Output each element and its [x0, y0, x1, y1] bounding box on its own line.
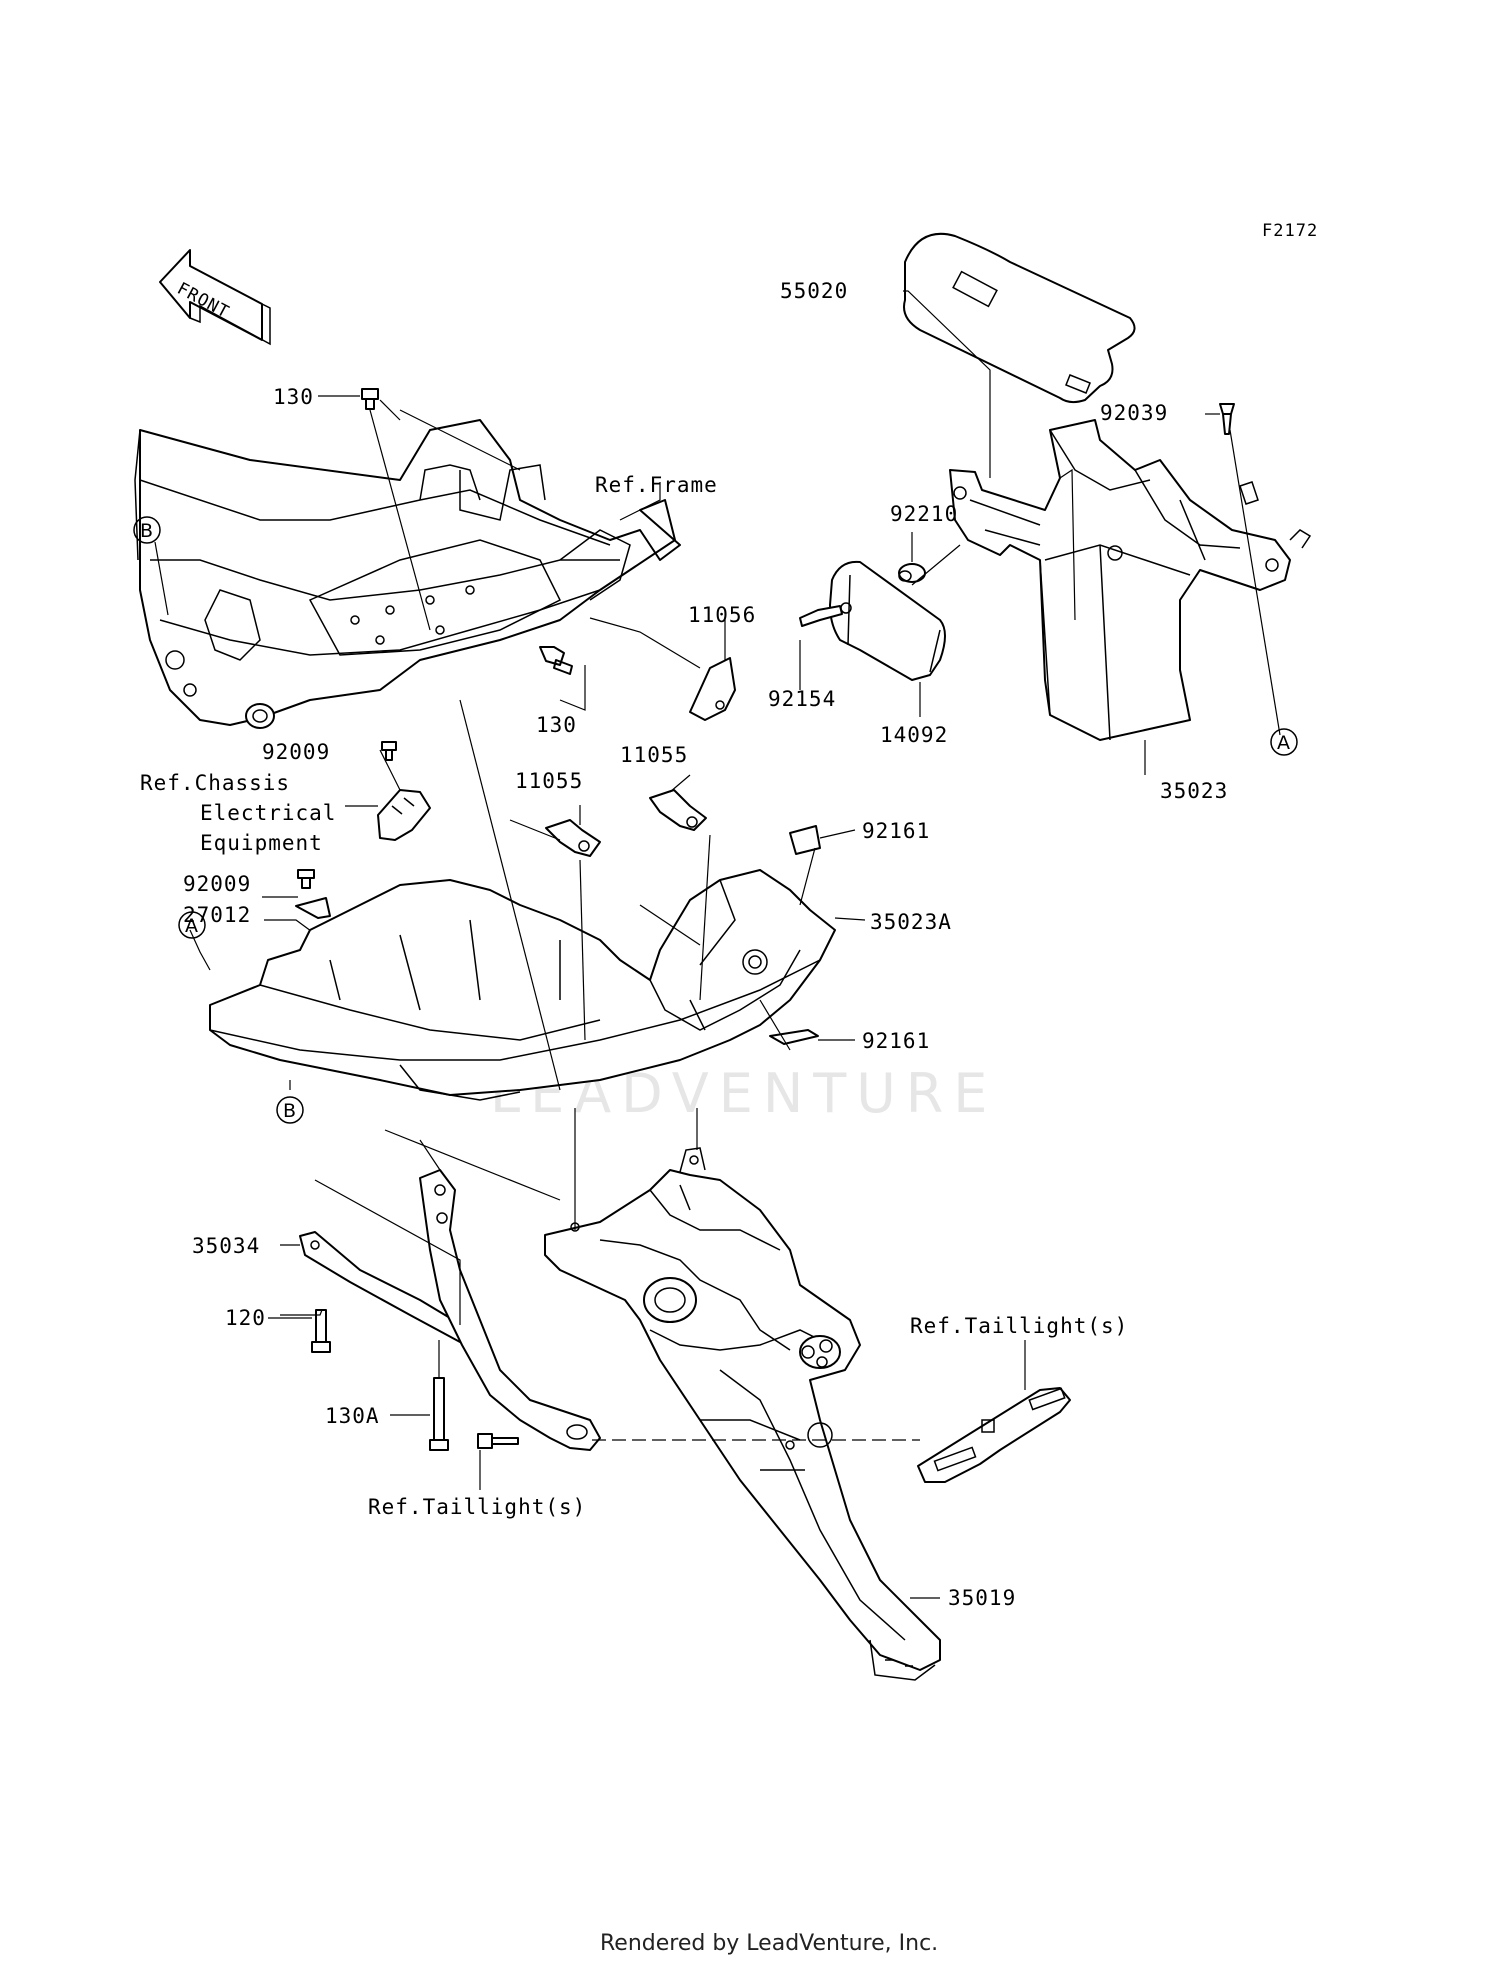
- frame-reference: [134, 419, 681, 729]
- leader-35023A: [834, 917, 866, 921]
- label-92009-a: 92009: [262, 740, 330, 764]
- svg-text:A: A: [185, 915, 198, 937]
- leader-ref-frame: [619, 482, 661, 521]
- diagram-code: F2172: [1262, 221, 1318, 241]
- rear-fender-35019: [544, 1147, 941, 1681]
- pad-92161-b: [769, 1029, 819, 1045]
- leader-frame-top-2: [379, 399, 401, 421]
- battery-cover-14092: [829, 560, 946, 681]
- leader-92161-b-up: [759, 999, 791, 1051]
- leader-11055-b-down: [699, 834, 711, 1001]
- label-ref-chassis-3: Equipment: [200, 831, 323, 855]
- rear-fender-front-35023A: [209, 869, 836, 1101]
- leader-b-top: [154, 541, 169, 616]
- leader-92161-a: [819, 829, 856, 839]
- leader-92161-a-down: [799, 847, 816, 906]
- label-92039: 92039: [1100, 401, 1168, 425]
- bolt-92154: [799, 605, 843, 627]
- taillight-bracket: [917, 1387, 1071, 1483]
- label-ref-frame: Ref.Frame: [595, 473, 718, 497]
- bolt-130A: [429, 1377, 449, 1451]
- label-92009-b: 92009: [183, 872, 251, 896]
- leader-92039-to-a: [1229, 429, 1281, 736]
- label-ref-chassis-2: Electrical: [200, 801, 336, 825]
- battery-pad-55020: [903, 232, 1136, 404]
- svg-text:B: B: [283, 1100, 296, 1122]
- clamp-11055-a: [545, 819, 601, 857]
- leader-11055-a-down: [579, 859, 586, 1041]
- stay-35034: [299, 1169, 601, 1451]
- collar-92210: [898, 563, 926, 583]
- marker-b-bottom: B: [276, 1096, 304, 1124]
- label-120: 120: [225, 1306, 266, 1330]
- label-ref-taillight-left: Ref.Taillight(s): [368, 1495, 586, 1519]
- label-35034: 35034: [192, 1234, 260, 1258]
- label-92161-b: 92161: [862, 1029, 930, 1053]
- svg-text:A: A: [1277, 732, 1290, 754]
- bolt-taillight: [477, 1433, 519, 1449]
- footer-credit: Rendered by LeadVenture, Inc.: [600, 1931, 938, 1956]
- pad-92161-a: [789, 825, 821, 855]
- bolt-92009-a: [381, 741, 397, 761]
- leader-130-top-down: [369, 409, 431, 631]
- chassis-bracket: [377, 789, 431, 841]
- leader-case-interior: [1059, 468, 1076, 621]
- front-direction-arrow-icon: FRONT: [159, 249, 271, 346]
- label-11055-a: 11055: [515, 769, 583, 793]
- bolt-130-top: [361, 388, 379, 410]
- bolt-130-mid: [539, 646, 573, 675]
- label-11055-b: 11055: [620, 743, 688, 767]
- bolt-92009-b: [297, 869, 315, 889]
- leader-92210-case: [911, 544, 961, 586]
- leader-130-mid-bracket: [589, 617, 701, 669]
- label-11056: 11056: [688, 603, 756, 627]
- label-130A: 130A: [325, 1404, 380, 1428]
- rivet-92039: [1219, 403, 1235, 435]
- clamp-11055-b: [649, 789, 707, 831]
- leader-92009-a: [379, 749, 401, 791]
- leader-120-up: [280, 1309, 323, 1316]
- leader-35034-top: [419, 1139, 441, 1171]
- leader-55020: [903, 290, 991, 478]
- label-92161-a: 92161: [862, 819, 930, 843]
- label-ref-taillight-right: Ref.Taillight(s): [910, 1314, 1128, 1338]
- label-35023: 35023: [1160, 779, 1228, 803]
- label-55020: 55020: [780, 279, 848, 303]
- leader-fender-inner-2: [509, 819, 561, 841]
- label-14092: 14092: [880, 723, 948, 747]
- battery-case-35023: [949, 419, 1312, 741]
- bracket-11056: [689, 657, 736, 721]
- leader-11055-b: [669, 774, 691, 793]
- leader-35034-box: [314, 1179, 461, 1325]
- marker-a-left: A: [178, 911, 206, 939]
- label-92154: 92154: [768, 687, 836, 711]
- label-35019: 35019: [948, 1586, 1016, 1610]
- label-92210: 92210: [890, 502, 958, 526]
- leader-frame-top: [399, 409, 521, 471]
- leader-stay-top: [384, 1129, 561, 1201]
- clip-27012: [295, 897, 331, 919]
- label-27012: 27012: [183, 903, 251, 927]
- label-130-mid: 130: [536, 713, 577, 737]
- leader-frame-to-fender: [459, 699, 561, 1091]
- leader-fender-inner: [639, 904, 701, 946]
- marker-a-right: A: [1270, 728, 1298, 756]
- label-ref-chassis-1: Ref.Chassis: [140, 771, 290, 795]
- svg-text:B: B: [140, 520, 153, 542]
- marker-b-top: B: [133, 516, 161, 544]
- label-130-top: 130: [273, 385, 314, 409]
- bolt-120: [311, 1309, 331, 1353]
- leader-130-mid: [559, 665, 586, 711]
- label-35023A: 35023A: [870, 910, 952, 934]
